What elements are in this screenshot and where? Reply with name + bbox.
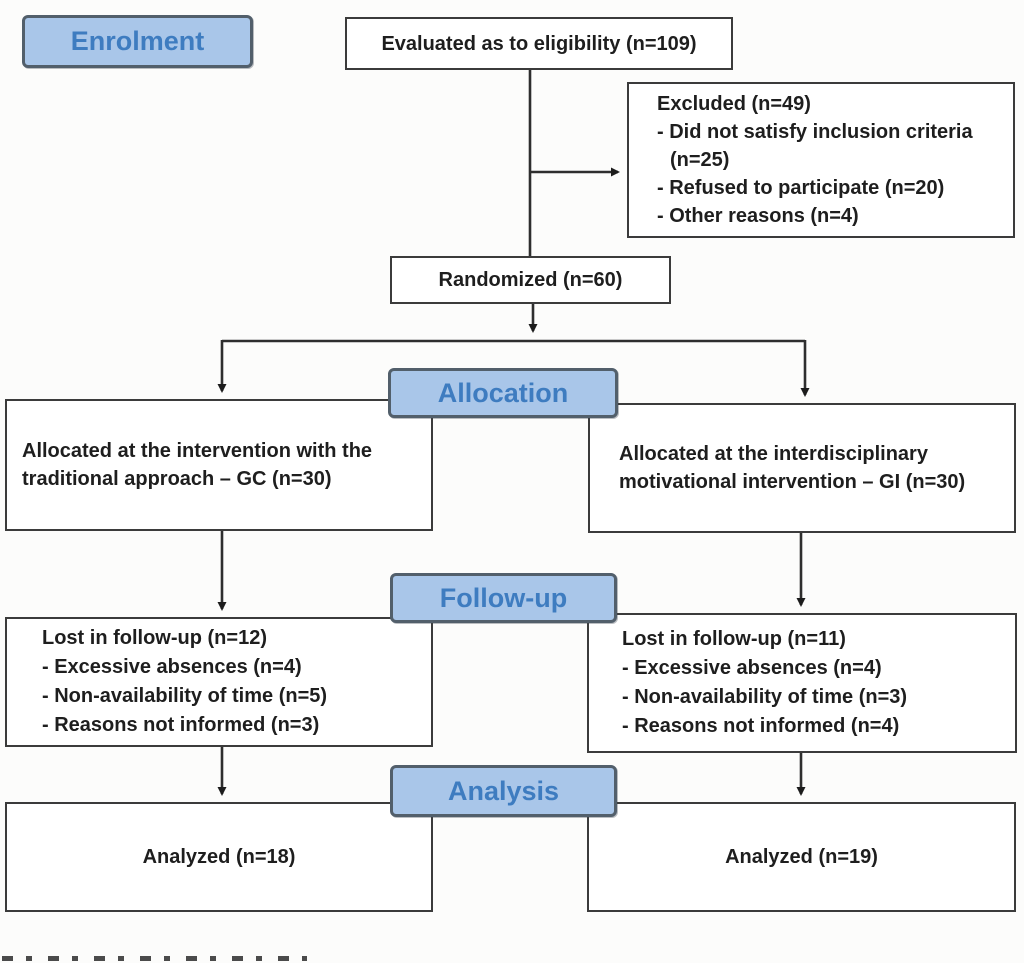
box-randomized-text: Randomized (n=60) bbox=[438, 269, 623, 291]
box-analyzed-gc-text: Analyzed (n=18) bbox=[142, 846, 296, 868]
stage-label-enrolment-text: Enrolment bbox=[70, 26, 205, 56]
box-randomized: Randomized (n=60) bbox=[390, 256, 671, 304]
box-followup-gc-item: - Reasons not informed (n=3) bbox=[42, 714, 320, 736]
stage-label-followup: Follow-up bbox=[390, 573, 617, 623]
box-followup-gi-item: - Non-availability of time (n=3) bbox=[622, 686, 908, 708]
box-excluded-item: - Did not satisfy inclusion criteria (n=… bbox=[657, 121, 973, 171]
stage-label-followup-text: Follow-up bbox=[439, 582, 568, 613]
box-evaluated: Evaluated as to eligibility (n=109) bbox=[345, 17, 733, 70]
stage-label-enrolment: Enrolment bbox=[22, 15, 253, 68]
box-excluded-item: - Refused to participate (n=20) bbox=[657, 177, 945, 199]
box-excluded-item: - Other reasons (n=4) bbox=[657, 205, 859, 227]
box-allocated-gc-text: Allocated at the intervention with the t… bbox=[22, 440, 373, 490]
box-followup-gc: Lost in follow-up (n=12) - Excessive abs… bbox=[5, 617, 433, 747]
box-followup-gc-item: - Excessive absences (n=4) bbox=[42, 656, 302, 678]
stage-label-analysis: Analysis bbox=[390, 765, 617, 817]
box-allocated-gi-text: Allocated at the interdisciplinary motiv… bbox=[619, 443, 966, 493]
stage-label-analysis-text: Analysis bbox=[447, 775, 560, 806]
box-evaluated-text: Evaluated as to eligibility (n=109) bbox=[381, 32, 697, 55]
cropped-caption-fragment bbox=[2, 956, 307, 961]
box-followup-gi-item: - Reasons not informed (n=4) bbox=[622, 715, 900, 737]
stage-label-allocation: Allocation bbox=[388, 368, 618, 418]
box-followup-gc-title: Lost in follow-up (n=12) bbox=[42, 627, 267, 649]
box-followup-gi: Lost in follow-up (n=11) - Excessive abs… bbox=[587, 613, 1017, 753]
stage-label-allocation-text: Allocation bbox=[437, 377, 569, 408]
box-allocated-gc: Allocated at the intervention with the t… bbox=[5, 399, 433, 531]
box-analyzed-gi-text: Analyzed (n=19) bbox=[725, 846, 878, 868]
box-followup-gi-item: - Excessive absences (n=4) bbox=[622, 657, 882, 679]
box-excluded: Excluded (n=49) - Did not satisfy inclus… bbox=[627, 82, 1015, 238]
box-analyzed-gc: Analyzed (n=18) bbox=[5, 802, 433, 912]
box-allocated-gi: Allocated at the interdisciplinary motiv… bbox=[588, 403, 1016, 533]
box-analyzed-gi: Analyzed (n=19) bbox=[587, 802, 1016, 912]
box-followup-gi-title: Lost in follow-up (n=11) bbox=[622, 628, 846, 650]
box-followup-gc-item: - Non-availability of time (n=5) bbox=[42, 685, 328, 707]
box-excluded-title: Excluded (n=49) bbox=[657, 93, 811, 115]
